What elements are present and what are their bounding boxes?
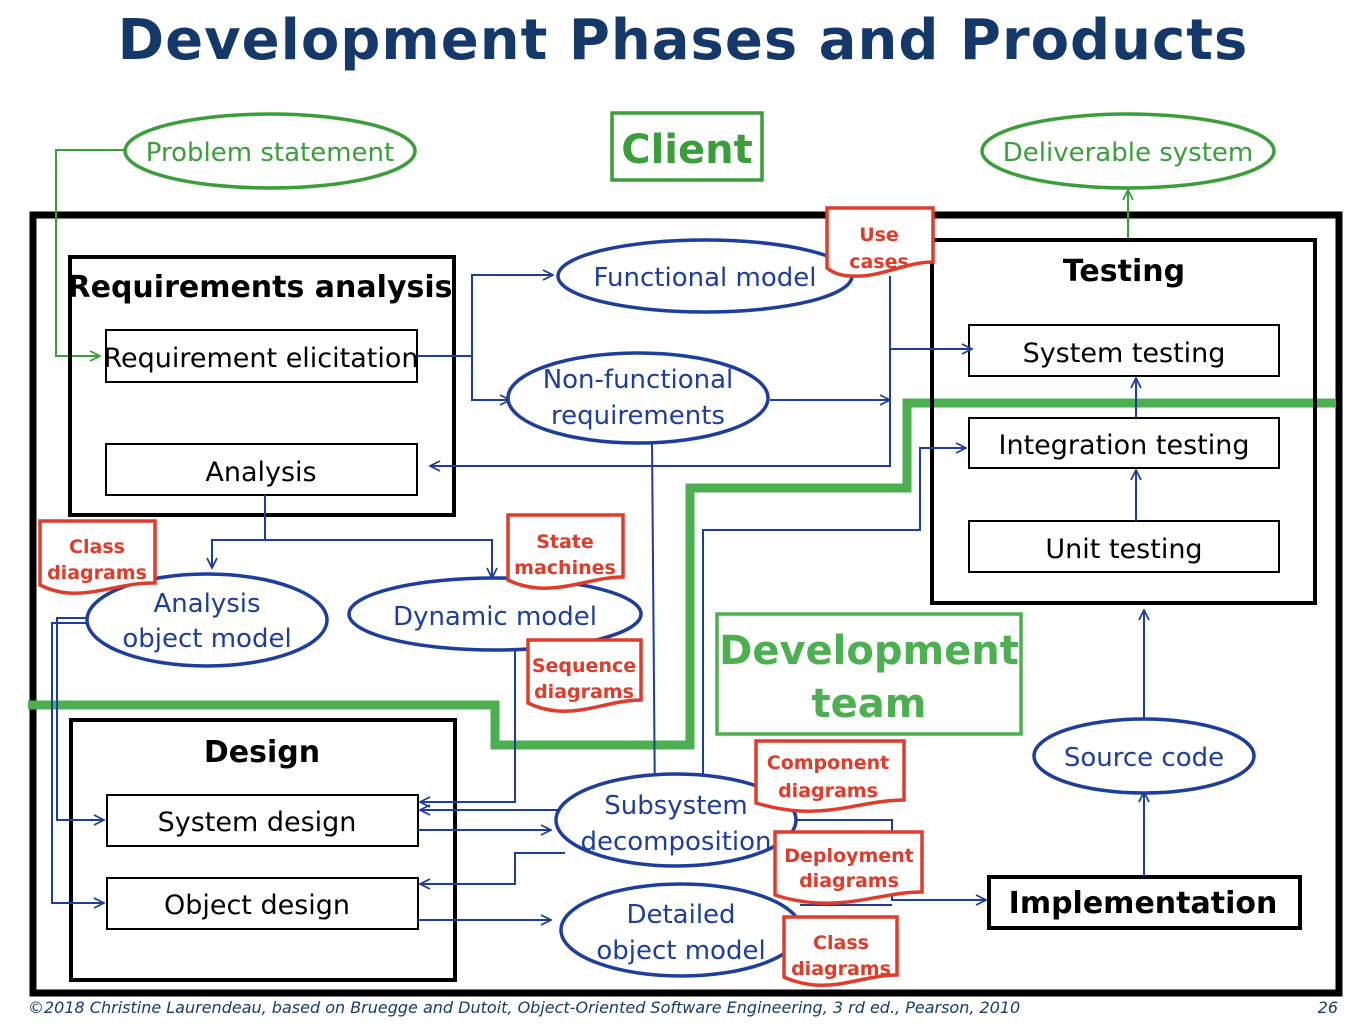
elicitation-to-functional-arrow xyxy=(417,275,553,357)
footer: ©2018 Christine Laurendeau, based on Bru… xyxy=(28,998,1338,1017)
development-team-box xyxy=(715,612,1023,736)
object-design-box xyxy=(106,877,419,930)
object-model-to-system-design-arrow xyxy=(56,617,104,820)
class-diagrams-2-label-line1: Class xyxy=(813,932,869,954)
project-frame xyxy=(29,211,1343,997)
testing-heading: Testing xyxy=(1063,254,1185,289)
class-diagrams-2-label-line2: diagrams xyxy=(791,958,891,980)
subsystem-to-integration-testing-arrow xyxy=(702,448,966,775)
page-number: 26 xyxy=(1317,998,1338,1017)
deployment-diagrams-label-line2: diagrams xyxy=(799,870,899,892)
detailed-object-model-label-line2: object model xyxy=(596,936,765,966)
testing-box xyxy=(930,238,1317,605)
system-design-box xyxy=(106,794,419,847)
client-label: Client xyxy=(621,127,753,173)
detailed-object-model-label-line1: Detailed xyxy=(626,900,735,930)
nonfunctional-label-line1: Non-functional xyxy=(543,365,734,395)
functional-to-analysis-arrow xyxy=(430,349,891,466)
object-model-to-object-design-arrow xyxy=(51,622,104,903)
source-code-label: Source code xyxy=(1064,743,1224,773)
system-testing-label: System testing xyxy=(1023,338,1226,369)
subsystem-to-object-design-arrow xyxy=(420,852,565,884)
sequence-diagrams-doc xyxy=(526,638,643,713)
implementation-box xyxy=(987,875,1302,930)
deliverable-system-ellipse xyxy=(980,112,1276,190)
object-design-label: Object design xyxy=(164,890,350,921)
component-diagrams-label-line1: Component xyxy=(767,752,889,774)
class-diagrams-doc-1 xyxy=(38,519,157,595)
component-diagrams-doc xyxy=(754,739,906,813)
class-diagrams-1-label-line2: diagrams xyxy=(47,562,147,584)
problem-statement-ellipse xyxy=(123,112,417,190)
nonfunctional-requirements-ellipse xyxy=(506,351,770,445)
system-design-label: System design xyxy=(158,807,357,838)
footer-credit: ©2018 Christine Laurendeau, based on Bru… xyxy=(28,998,1021,1017)
state-machines-label-line1: State xyxy=(536,531,594,553)
requirement-elicitation-box xyxy=(105,329,418,383)
component-diagrams-label-line2: diagrams xyxy=(778,780,878,802)
analysis-to-object-model-arrow xyxy=(212,539,265,568)
class-diagrams-1-label-line1: Class xyxy=(69,536,125,558)
deliverable-system-label: Deliverable system xyxy=(1003,138,1253,168)
analysis-object-model-label-line1: Analysis xyxy=(153,589,260,619)
deployment-diagrams-doc xyxy=(773,830,924,905)
elicitation-to-nonfunctional-arrow xyxy=(471,356,510,400)
dynamic-to-system-design-arrow xyxy=(420,650,516,802)
development-team-label-line1: Development xyxy=(719,628,1019,674)
state-machines-label-line2: machines xyxy=(514,557,616,579)
problem-statement-label: Problem statement xyxy=(146,138,394,168)
client-box xyxy=(610,111,764,182)
sequence-diagrams-label-line2: diagrams xyxy=(534,681,634,703)
development-team-label-line2: team xyxy=(812,681,927,727)
analysis-object-model-ellipse xyxy=(85,572,329,668)
subsystem-decomposition-ellipse xyxy=(554,772,798,868)
subsystem-label-line2: decomposition xyxy=(580,827,771,857)
state-machines-doc xyxy=(506,513,625,590)
use-cases-label-line2: cases xyxy=(849,251,909,273)
implementation-label: Implementation xyxy=(1009,886,1278,921)
dynamic-model-ellipse xyxy=(347,576,643,652)
unit-testing-label: Unit testing xyxy=(1045,534,1202,565)
analysis-box xyxy=(105,443,418,496)
nonfunctional-label-line2: requirements xyxy=(551,401,725,431)
design-box xyxy=(69,718,457,982)
slide-title: Development Phases and Products xyxy=(117,8,1249,73)
requirements-analysis-box xyxy=(68,255,456,517)
use-cases-label-line1: Use xyxy=(859,224,899,246)
client-team-boundary xyxy=(28,398,1336,750)
subsystem-label-line1: Subsystem xyxy=(604,791,747,821)
design-heading: Design xyxy=(204,735,320,770)
class-diagrams-doc-2 xyxy=(782,915,899,987)
requirement-elicitation-label: Requirement elicitation xyxy=(103,343,418,374)
analysis-label: Analysis xyxy=(205,457,316,488)
integration-testing-box xyxy=(968,417,1280,469)
integration-testing-label: Integration testing xyxy=(999,430,1250,461)
unit-testing-box xyxy=(968,520,1280,573)
source-code-ellipse xyxy=(1032,717,1256,795)
use-cases-doc xyxy=(825,206,935,278)
dynamic-model-label: Dynamic model xyxy=(393,602,597,632)
deployment-diagrams-label-line1: Deployment xyxy=(784,845,914,867)
requirements-analysis-heading: Requirements analysis xyxy=(68,270,453,305)
problem-to-elicitation-arrow xyxy=(55,149,124,356)
sequence-diagrams-label-line1: Sequence xyxy=(532,655,636,677)
functional-model-label: Functional model xyxy=(594,263,817,293)
analysis-object-model-label-line2: object model xyxy=(122,624,291,654)
analysis-to-dynamic-model-arrow xyxy=(265,539,492,578)
